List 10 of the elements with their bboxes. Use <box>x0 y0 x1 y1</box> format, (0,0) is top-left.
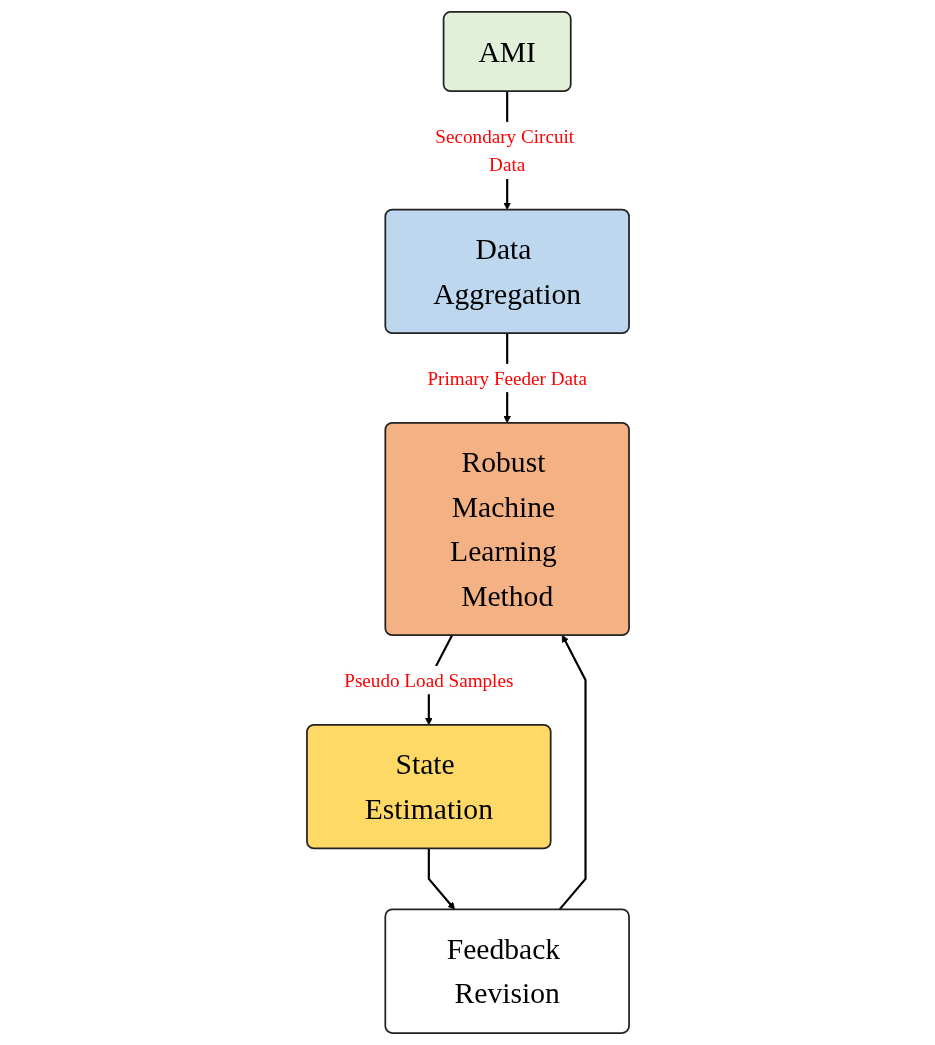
node-box: Feedback Revision <box>383 908 630 1034</box>
node-box: AMI <box>442 11 572 93</box>
edge-label: Secondary Circuit Data <box>434 125 574 176</box>
node-box: Robust Machine Learning Method <box>383 421 630 637</box>
edge-label: Primary Feeder Data <box>426 367 587 389</box>
node-box: State Estimation <box>305 724 552 850</box>
node-box: Data Aggregation <box>383 208 630 335</box>
edge-label: Pseudo Load Samples <box>343 669 513 691</box>
arrow <box>558 634 587 911</box>
arrow <box>427 848 455 910</box>
